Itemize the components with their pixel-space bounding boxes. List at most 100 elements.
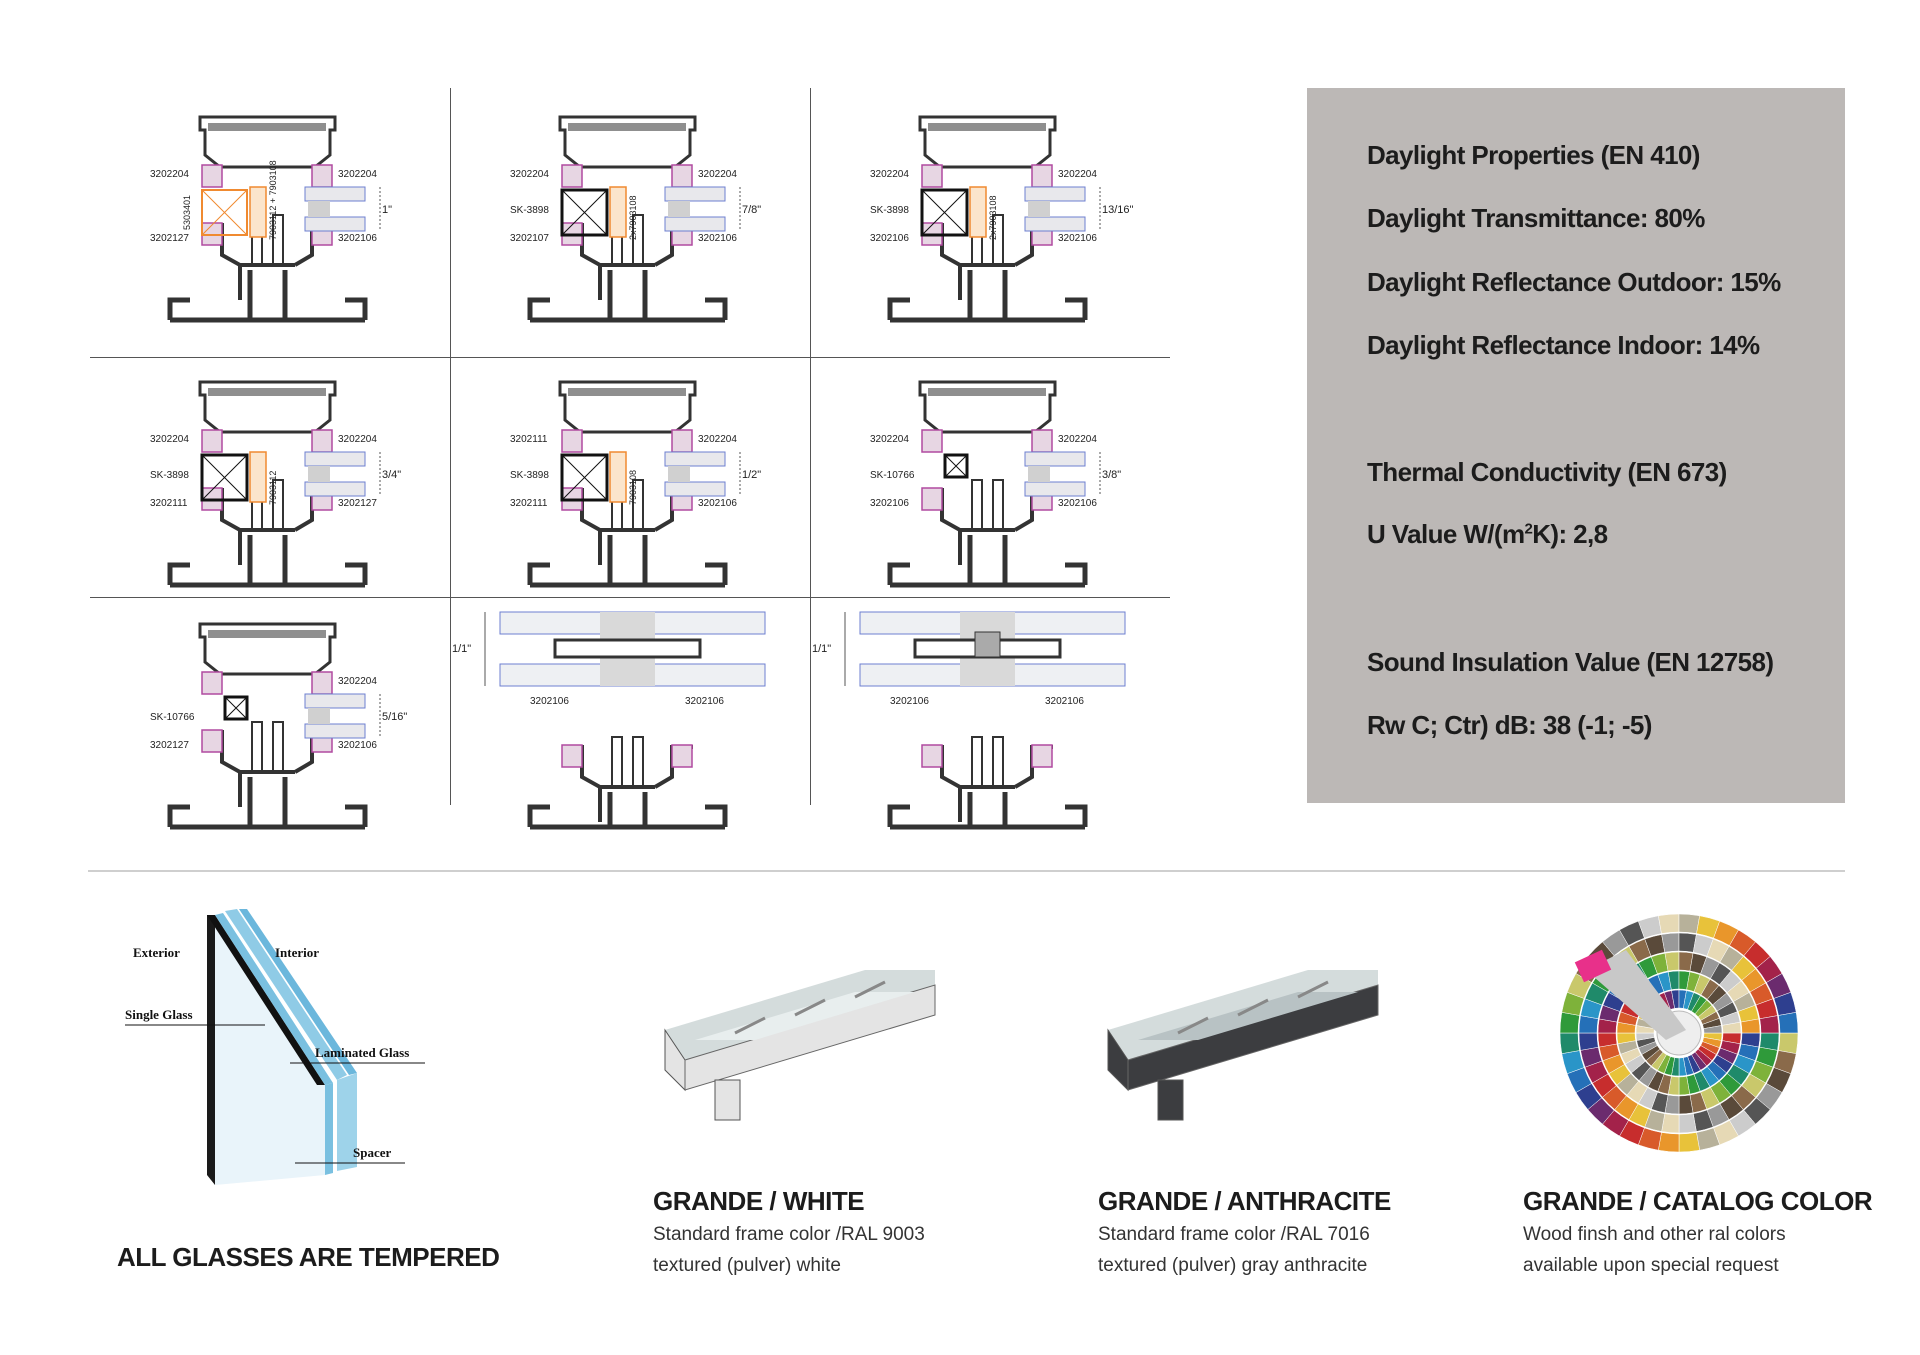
spacer-label: 7903112 bbox=[268, 471, 278, 505]
part-number-left-bottom: 3202111 bbox=[150, 498, 188, 509]
color-swatch bbox=[1778, 1012, 1799, 1034]
part-number-left-bottom: 3202106 bbox=[870, 233, 909, 244]
gasket bbox=[201, 429, 223, 453]
gasket bbox=[1031, 744, 1053, 768]
color-swatch bbox=[1661, 932, 1680, 953]
part-number-right-bottom: 3202127 bbox=[338, 498, 377, 509]
u-value-suffix: K): 2,8 bbox=[1532, 519, 1608, 549]
product-desc-white-2: textured (pulver) white bbox=[653, 1255, 841, 1276]
glass-pane bbox=[1024, 481, 1086, 497]
glass-pane bbox=[304, 186, 366, 202]
mullion bbox=[794, 998, 826, 1017]
dimension-label: 7/8" bbox=[742, 204, 761, 216]
glass-diagram: Exterior Interior Single Glass Laminated… bbox=[115, 905, 445, 1195]
spacer-profile bbox=[609, 186, 627, 238]
glass-pane bbox=[304, 693, 366, 709]
mullion bbox=[1297, 980, 1329, 999]
glass-pane bbox=[1024, 216, 1086, 232]
color-swatch bbox=[1559, 1032, 1580, 1054]
gasket bbox=[921, 744, 943, 768]
centre-fin bbox=[251, 721, 263, 773]
thermal-title: Thermal Conductivity (EN 673) bbox=[1367, 457, 1727, 487]
glass-panel bbox=[1138, 992, 1358, 1040]
reflectance-outdoor: Daylight Reflectance Outdoor: 15% bbox=[1367, 267, 1781, 297]
spacer-label: 7903108 bbox=[628, 470, 638, 505]
product-desc-catalog-2: available upon special request bbox=[1523, 1255, 1779, 1276]
insert-block bbox=[560, 188, 609, 237]
white-frame-image bbox=[655, 930, 945, 1130]
part-number-right-top: 3202204 bbox=[338, 169, 377, 180]
insert-label: SK-3898 bbox=[870, 205, 909, 216]
color-swatch bbox=[1658, 913, 1680, 934]
part-number-left-bottom: 3202107 bbox=[510, 233, 549, 244]
color-swatch bbox=[1703, 1025, 1723, 1034]
insert-block bbox=[560, 453, 609, 502]
gasket bbox=[311, 164, 333, 188]
product-desc-white-1: Standard frame color /RAL 9003 bbox=[653, 1224, 925, 1245]
mullion bbox=[1237, 998, 1269, 1017]
gasket bbox=[921, 164, 943, 188]
section-divider bbox=[88, 870, 1845, 872]
dimension-label: 1/1" bbox=[812, 643, 831, 655]
gasket bbox=[201, 164, 223, 188]
part-number-left-top: 3202111 bbox=[510, 434, 548, 445]
part-number-right-top: 3202204 bbox=[698, 434, 737, 445]
color-swatch bbox=[1778, 1032, 1799, 1054]
part-number-right: 3202106 bbox=[1045, 696, 1084, 707]
part-number-left-bottom: 3202111 bbox=[510, 498, 548, 509]
spacer-label: 2x7903108 bbox=[628, 195, 638, 240]
glass-pane bbox=[664, 451, 726, 467]
grid-divider bbox=[90, 597, 1170, 598]
sound-title: Sound Insulation Value (EN 12758) bbox=[1367, 647, 1774, 677]
dimension-label: 1/2" bbox=[742, 469, 761, 481]
part-number-right-top: 3202204 bbox=[338, 434, 377, 445]
dimension-label: 13/16" bbox=[1102, 204, 1134, 216]
product-desc-anthracite-2: textured (pulver) gray anthracite bbox=[1098, 1255, 1368, 1276]
centre-fin bbox=[971, 736, 983, 788]
glass-layers-illustration bbox=[125, 909, 425, 1185]
grid-divider bbox=[810, 88, 811, 805]
gasket bbox=[201, 671, 223, 695]
spacer-profile bbox=[249, 186, 267, 238]
gasket bbox=[311, 671, 333, 695]
spacer-label: 7903112 + 7903108 bbox=[268, 160, 278, 240]
insert-block bbox=[200, 453, 249, 502]
product-title-white: GRANDE / WHITE bbox=[653, 1186, 865, 1216]
product-title-catalog: GRANDE / CATALOG COLOR bbox=[1523, 1186, 1873, 1216]
part-number-left-top: 3202204 bbox=[870, 434, 909, 445]
color-swatch bbox=[1678, 1113, 1697, 1134]
part-number-right-top: 3202204 bbox=[338, 676, 377, 687]
reflectance-indoor: Daylight Reflectance Indoor: 14% bbox=[1367, 330, 1760, 360]
gasket bbox=[1031, 429, 1053, 453]
color-fan-image bbox=[1556, 910, 1802, 1156]
gasket bbox=[921, 429, 943, 453]
part-number-right-top: 3202204 bbox=[1058, 434, 1097, 445]
part-number-left: 3202106 bbox=[890, 696, 929, 707]
profile-section-drawing: 1/1" 3202106 3202106 bbox=[810, 602, 1170, 842]
support-leg bbox=[714, 1079, 741, 1121]
part-number-left-top: 3202204 bbox=[150, 434, 189, 445]
product-title-anthracite: GRANDE / ANTHRACITE bbox=[1098, 1186, 1391, 1216]
u-value-prefix: U Value W/(m bbox=[1367, 519, 1525, 549]
insert-block bbox=[920, 188, 969, 237]
spacer-profile bbox=[249, 451, 267, 503]
dimension-label: 5/16" bbox=[382, 711, 407, 723]
part-number-right-bottom: 3202106 bbox=[338, 740, 377, 751]
color-swatch bbox=[1759, 1015, 1780, 1034]
glass-pane bbox=[304, 216, 366, 232]
part-number-left-bottom: 3202106 bbox=[870, 498, 909, 509]
part-number-right-bottom: 3202106 bbox=[698, 498, 737, 509]
glass-pane bbox=[664, 481, 726, 497]
label-single-glass: Single Glass bbox=[125, 1007, 193, 1022]
product-desc-catalog-1: Wood finsh and other ral colors bbox=[1523, 1224, 1786, 1245]
dimension-label: 3/8" bbox=[1102, 469, 1121, 481]
glass-panel bbox=[695, 992, 915, 1040]
part-number-right-bottom: 3202106 bbox=[338, 233, 377, 244]
gasket bbox=[561, 164, 583, 188]
